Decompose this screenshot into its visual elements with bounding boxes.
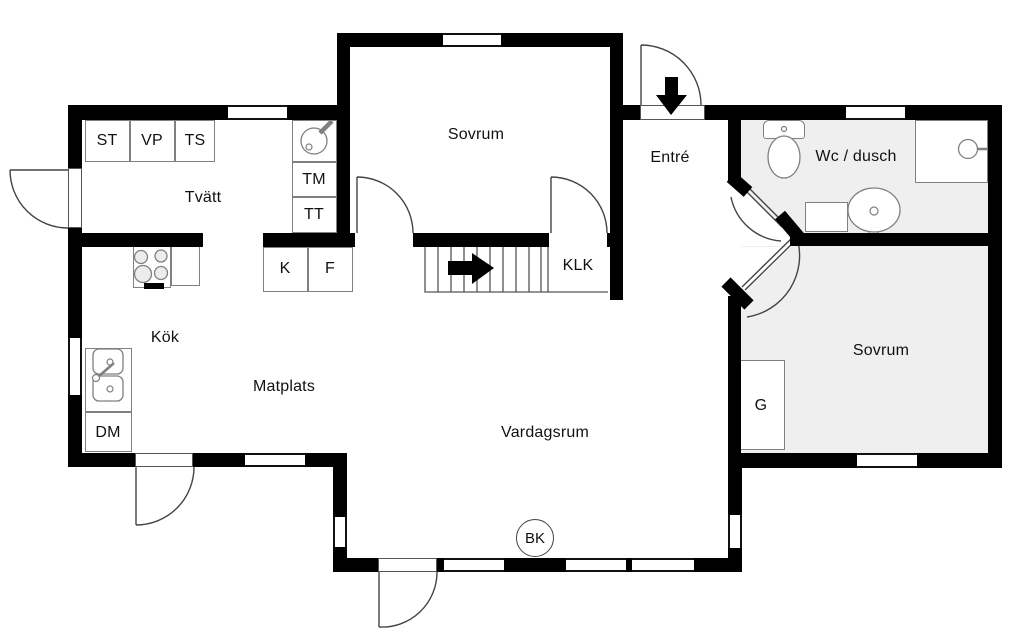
door-swings [9,44,801,628]
appliance-box-st [85,120,130,162]
wall-segment [305,453,347,467]
fixture-label-tm: TM [302,171,326,188]
wall-segment [68,120,82,168]
room-label-sovrum-right: Sovrum [852,342,910,359]
appliance-box-ts [175,120,215,162]
wall-segment [694,558,742,572]
fixture-label-tt: TT [304,206,324,223]
room-label-sovrum-top: Sovrum [447,126,505,143]
stair-direction-arrow [448,253,494,284]
window [632,558,694,572]
bathroom-cabinet-box [805,202,848,232]
appliance-box-tt [292,197,337,233]
door-threshold [68,168,82,228]
wall-segment [501,33,623,47]
oven-handle [144,283,164,289]
room-label-tvatt: Tvätt [184,189,222,206]
wall-segment [705,105,846,120]
wall-segment [68,453,135,467]
room-label-klk: KLK [562,257,594,274]
wall-segment [437,558,444,572]
fixture-label-g: G [754,397,768,414]
fixture-label-st: ST [96,132,118,149]
wall-segment [790,233,1002,246]
wall-segment [623,105,640,120]
toilet [767,125,801,179]
room-label-kok: Kök [150,329,180,346]
fixture-label-dm: DM [95,424,121,441]
kitchen-exterior-door [135,466,195,526]
kitchen-sink [91,348,124,402]
fixture-label-ts: TS [184,132,206,149]
room-label-vardagsrum: Vardagsrum [501,424,589,441]
window [444,558,504,572]
room-label-matplats: Matplats [252,378,316,395]
wall-segment [263,233,355,247]
chimney-marker: BK [516,519,554,557]
wall-segment [337,33,443,47]
wardrobe-box [738,360,785,450]
wall-segment [68,105,228,120]
wall-segment [742,453,857,468]
wall-segment [504,558,566,572]
room-label-wc-dusch: Wc / dusch [815,148,897,165]
window [68,338,82,395]
appliance-box-vp [130,120,175,162]
laundry-exterior-door [9,169,69,229]
counter-box [171,246,200,286]
door-threshold [135,453,193,467]
wall-segment [287,105,350,120]
wall-segment [413,233,549,247]
wall-segment [988,120,1002,468]
fridge-box [263,247,308,292]
stove-burners [133,249,169,289]
laundry-sink-box [292,120,337,162]
livingroom-exterior-door [378,571,438,628]
freezer-box [308,247,353,292]
closet-door [550,176,608,234]
wall-segment [917,453,1002,468]
wall-segment [337,47,350,247]
fixture-label-vp: VP [141,132,163,149]
shower-head [957,138,988,160]
wall-segment [333,558,378,572]
wall-segment [607,233,623,247]
wall-segment [728,453,742,515]
fixture-label-bk: BK [524,529,545,547]
fixture-label-k: K [279,260,291,277]
room-label-entre: Entré [650,149,690,166]
window [228,105,287,120]
window [443,33,501,47]
wall-segment [728,120,741,182]
window [333,517,347,547]
entrance-arrow [656,77,687,115]
wall-segment [68,395,82,453]
door-threshold [378,558,437,572]
wall-segment [82,233,203,247]
bedroom-top-door [356,176,414,234]
wall-segment [626,558,632,572]
entrance-door [640,44,702,106]
window [566,558,626,572]
fixture-label-f: F [325,260,335,277]
wall-segment [905,105,1002,120]
bedroom-right-door [741,234,801,318]
wall-segment [333,467,347,517]
window [245,453,305,467]
wall-segment [68,228,82,338]
appliance-box-tm [292,162,337,197]
window [846,105,905,120]
corner-mask [741,247,791,296]
window [857,453,917,468]
dishwasher-box [85,412,132,452]
wall-segment [193,453,245,467]
window [728,515,742,548]
laundry-sink [300,119,334,155]
wall-segment [728,296,741,453]
